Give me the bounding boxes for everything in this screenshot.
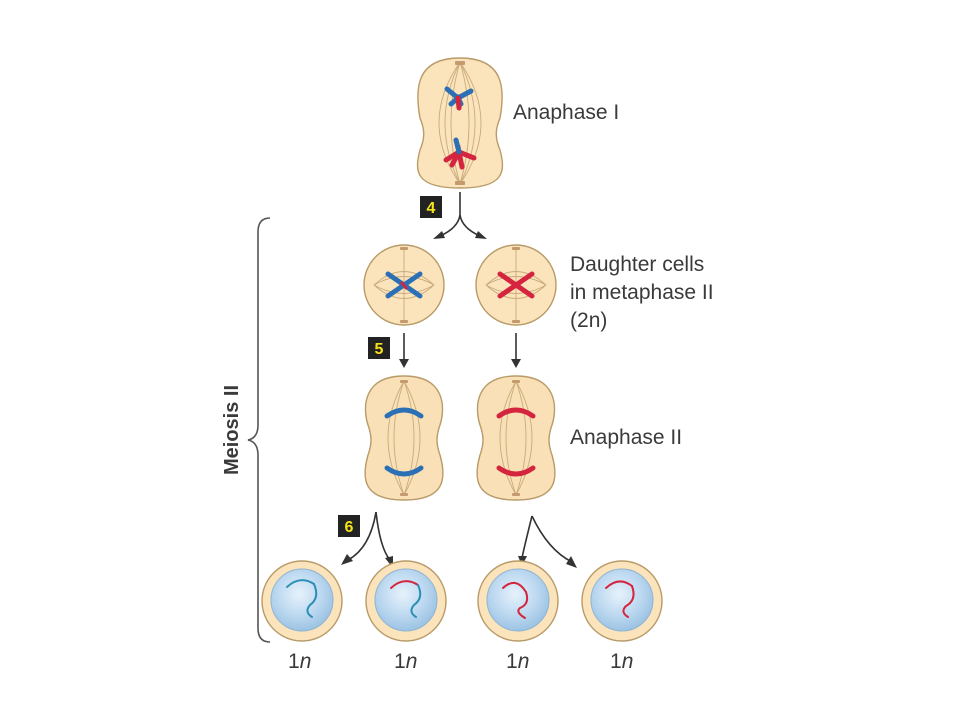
metaphase-ii-cell-right xyxy=(475,244,557,326)
split-arrow-6-right xyxy=(518,515,577,568)
haploid-cell-3 xyxy=(477,560,559,642)
label-daughter-line1: Daughter cells xyxy=(570,253,704,276)
svg-text:4: 4 xyxy=(427,200,436,217)
label-daughter-line2: in metaphase II xyxy=(570,281,714,304)
split-arrow-6-left xyxy=(341,511,393,568)
svg-text:6: 6 xyxy=(345,519,354,536)
centrosome-top xyxy=(455,61,465,65)
meiosis-ii-brace xyxy=(247,217,271,643)
centrosome-bottom xyxy=(455,181,465,185)
svg-text:5: 5 xyxy=(375,341,384,358)
ploidy-label-2: 1n xyxy=(394,650,417,673)
anaphase-ii-cell-right xyxy=(476,375,556,501)
step-4-badge: 4 xyxy=(420,196,442,218)
label-daughter-line3: (2n) xyxy=(570,309,607,332)
step-5-badge: 5 xyxy=(368,337,390,359)
haploid-cell-4 xyxy=(581,560,663,642)
arrow-5-left xyxy=(399,333,409,368)
ploidy-label-1: 1n xyxy=(288,650,311,673)
haploid-cell-1 xyxy=(261,560,343,642)
blue-chromosome-pair xyxy=(444,86,474,111)
red-chromosome-pair xyxy=(443,137,477,170)
label-anaphase-i: Anaphase I xyxy=(513,101,619,124)
spindle-fibers xyxy=(438,61,482,185)
label-anaphase-ii: Anaphase II xyxy=(570,426,682,449)
arrow-5-right xyxy=(511,333,521,368)
ploidy-label-3: 1n xyxy=(506,650,529,673)
anaphase-ii-cell-left xyxy=(364,375,444,501)
label-meiosis-ii: Meiosis II xyxy=(221,385,243,475)
ploidy-label-4: 1n xyxy=(610,650,633,673)
split-arrow-4 xyxy=(433,192,487,239)
haploid-cell-2 xyxy=(365,560,447,642)
anaphase-i-cell xyxy=(416,57,504,189)
step-6-badge: 6 xyxy=(338,515,360,537)
metaphase-ii-cell-left xyxy=(363,244,445,326)
